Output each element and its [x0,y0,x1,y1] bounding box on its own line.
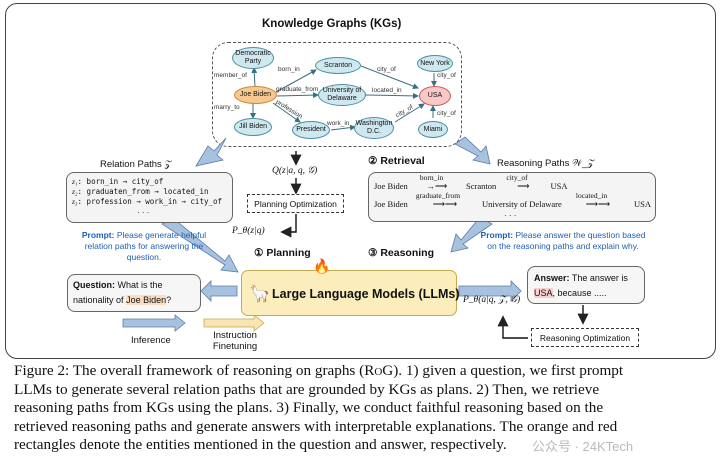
reasoning-paths-panel: Joe Biden born_in→⟶ Scranton city_of⟶ US… [368,172,656,222]
edge-label-city-of-1: city_of [377,66,396,73]
answer-panel: Answer: The answer is USA, because ..... [527,266,645,304]
caption-line-1: Figure 2: The overall framework of reaso… [14,362,624,379]
q-formula: Q(z|a, q, 𝒢) [272,166,318,176]
watermark: 公众号 · 24KTech [532,439,634,454]
edge-profession [272,102,301,123]
question-entity: Joe Biden [126,295,167,305]
relation-path-z1: z₁: born_in → city_of [72,177,164,186]
edge-city-of-2 [394,103,425,123]
reasoning-paths-dots: · · · [504,211,517,220]
relation-path-z3: z₃: profession → work_in → city_of [72,197,223,206]
node-university-of-delaware: University of Delaware [318,84,366,106]
edge-city-of-1 [360,65,419,89]
edge-born-in [275,69,317,93]
edge-label-member-of: member_of [214,72,247,79]
caption-line-3: reasoning paths from KGs using the plans… [14,399,604,416]
edge-graduate-from [276,92,319,99]
relation-path-z2: z₂: graduaten_from → located_in [72,187,209,196]
llm-box: 🦙 Large Language Models (LLMs) [241,270,460,316]
figure-frame [5,3,716,359]
reasoning-optimization-box: Reasoning Optimization [531,328,639,347]
edge-label-work-in: work_in [327,120,350,127]
node-jill-biden: Jill Biden [234,118,272,136]
prompt-left: Prompt: Please generate helpful relation… [81,230,207,262]
planning-optimization-box: Planning Optimization [247,194,344,213]
planning-label: ① Planning [254,247,311,259]
reasoning-label: ③ Reasoning [368,247,435,259]
arrow-llm-to-answer [458,280,522,302]
answer-entity: USA [534,288,553,298]
retrieval-label: ② Retrieval [368,155,425,167]
kg-title: Knowledge Graphs (KGs) [262,18,402,30]
edge-member-of [251,67,258,88]
caption-line-4: retrieved reasoning paths and generate a… [14,417,618,435]
node-washington-dc: Washington D.C. [354,117,394,139]
answer-line-1: Answer: The answer is [534,273,628,283]
arrow-question-to-llm [200,280,238,302]
edge-label-located-in: located_in [372,87,402,94]
edge-label-born-in: born_in [278,66,300,73]
edge-label-graduate-from: graduate_from [276,86,319,93]
arrow-relation-to-llm [161,218,239,273]
llm-label: Large Language Models (LLMs) [272,287,460,301]
prompt-right: Prompt: Please answer the question based… [480,230,646,251]
llama-icon: 🦙 [249,284,271,303]
edge-label-marry-to: marry_to [214,104,240,111]
node-usa: USA [419,86,451,106]
relation-paths-panel: z₁: born_in → city_of z₂: graduaten_from… [66,172,233,223]
arrow-to-reasoning-paths [454,136,491,165]
edge-label-city-of-3: city_of [437,72,456,79]
p-formula-reasoning: P_θ(a|q, 𝒵, 𝒢) [463,295,521,305]
relation-paths-title: Relation Paths 𝒵 [100,159,172,170]
node-miami: Miami [418,121,448,138]
node-joe-biden: Joe Biden [234,86,277,104]
answer-line-2: USA, because ..... [534,288,607,298]
kg-box [212,42,462,147]
edge-label-city-of-4: city_of [437,110,456,117]
question-line-1: Question: What is the [73,280,163,290]
caption-line-2: LLMs to generate several relation paths … [14,380,600,398]
fire-icon: 🔥 [313,258,331,274]
figure-caption: Figure 2: The overall framework of reaso… [14,362,714,455]
question-line-2: nationality of Joe Biden? [73,295,172,305]
question-panel: Question: What is the nationality of Joe… [67,274,201,312]
node-new-york: New York [417,55,453,72]
node-scranton: Scranton [315,57,361,74]
reasoning-paths-title: Reasoning Paths 𝒲_𝒵 [497,158,595,169]
p-formula-planning: P_θ(z|q) [232,226,265,236]
arrow-to-kg [195,137,227,167]
kg-edges [122,65,589,339]
reasoning-path-1: Joe Biden born_in→⟶ Scranton city_of⟶ US… [374,173,568,191]
reasoning-path-2: Joe Biden graduate_from⟶⟶ University of … [374,191,652,209]
node-democratic-party: Democratic Party [232,47,274,69]
node-president: President [292,121,330,139]
legend-inference: Inference [131,335,171,346]
caption-line-5: rectangles denote the entities mentioned… [14,436,507,453]
relation-paths-dots: · · · [137,208,150,217]
edge-located-in [365,92,419,99]
edge-work-in [330,124,356,131]
